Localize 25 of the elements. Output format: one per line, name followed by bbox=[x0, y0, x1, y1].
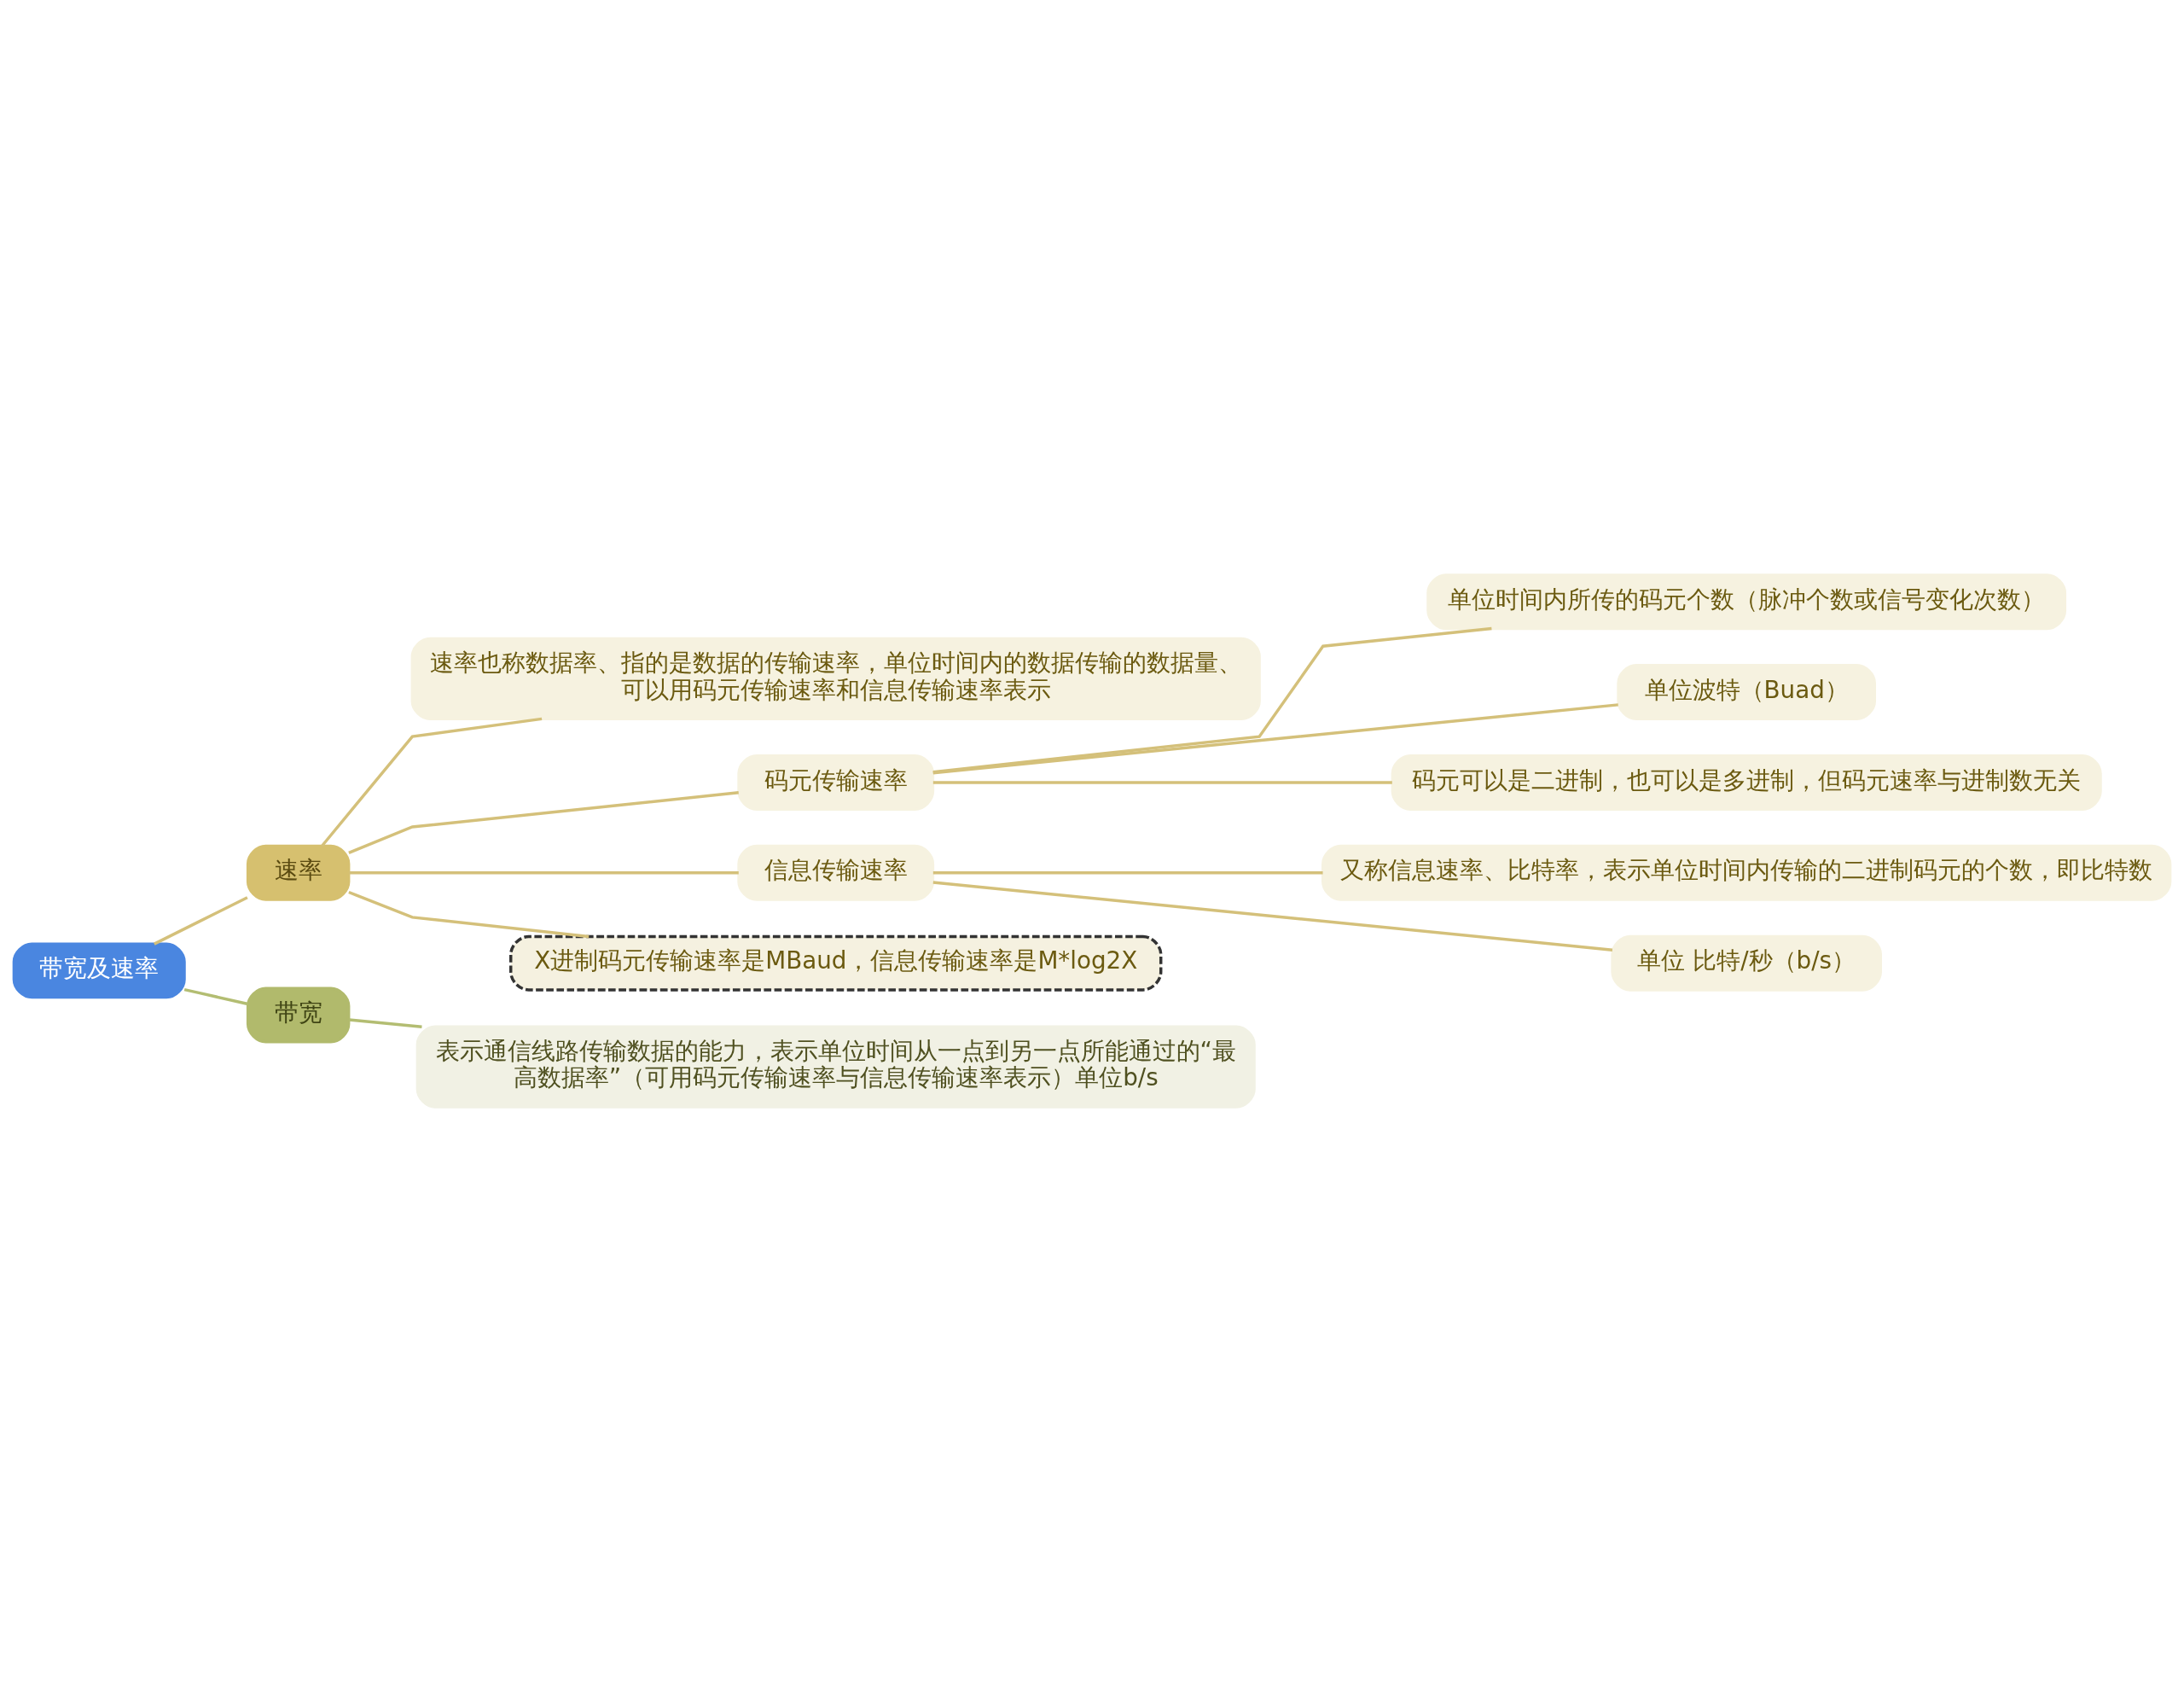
connector bbox=[183, 987, 248, 1006]
node-box: 信息传输速率 bbox=[737, 844, 935, 901]
node-box: 速率 bbox=[246, 844, 351, 901]
connector bbox=[348, 791, 739, 854]
connector bbox=[154, 896, 248, 946]
connector bbox=[349, 871, 739, 875]
connector bbox=[349, 1018, 422, 1029]
connector bbox=[932, 881, 1613, 952]
node-box: 单位 比特/秒（b/s） bbox=[1611, 934, 1882, 992]
node-box: 又称信息速率、比特率，表示单位时间内传输的二进制码元的个数，即比特数 bbox=[1321, 844, 2172, 901]
node-box: X进制码元传输速率是MBaud，信息传输速率是M*log2X bbox=[509, 934, 1163, 992]
node-box: 单位波特（Buad） bbox=[1617, 664, 1877, 721]
connector bbox=[932, 626, 1492, 774]
node-box: 表示通信线路传输数据的能力，表示单位时间从一点到另一点所能通过的“最高数据率”（可用码元传输速率与信息传输速率表示）单位b/s bbox=[415, 1025, 1256, 1109]
node-box: 码元可以是二进制，也可以是多进制，但码元速率与进制数无关 bbox=[1391, 754, 2102, 811]
node-box: 速率也称数据率、指的是数据的传输速率，单位时间内的数据传输的数据量、可以用码元传输速率和信息传输速率表示 bbox=[410, 637, 1261, 721]
node-box: 带宽 bbox=[246, 987, 351, 1044]
node-box: 码元传输速率 bbox=[737, 754, 935, 811]
connector bbox=[932, 703, 1618, 775]
connector bbox=[932, 781, 1392, 784]
node-box: 带宽及速率 bbox=[12, 942, 186, 999]
connector bbox=[932, 871, 1323, 875]
connector bbox=[321, 717, 543, 847]
connector bbox=[348, 890, 590, 939]
node-box: 单位时间内所传的码元个数（脉冲个数或信号变化次数） bbox=[1426, 573, 2067, 631]
